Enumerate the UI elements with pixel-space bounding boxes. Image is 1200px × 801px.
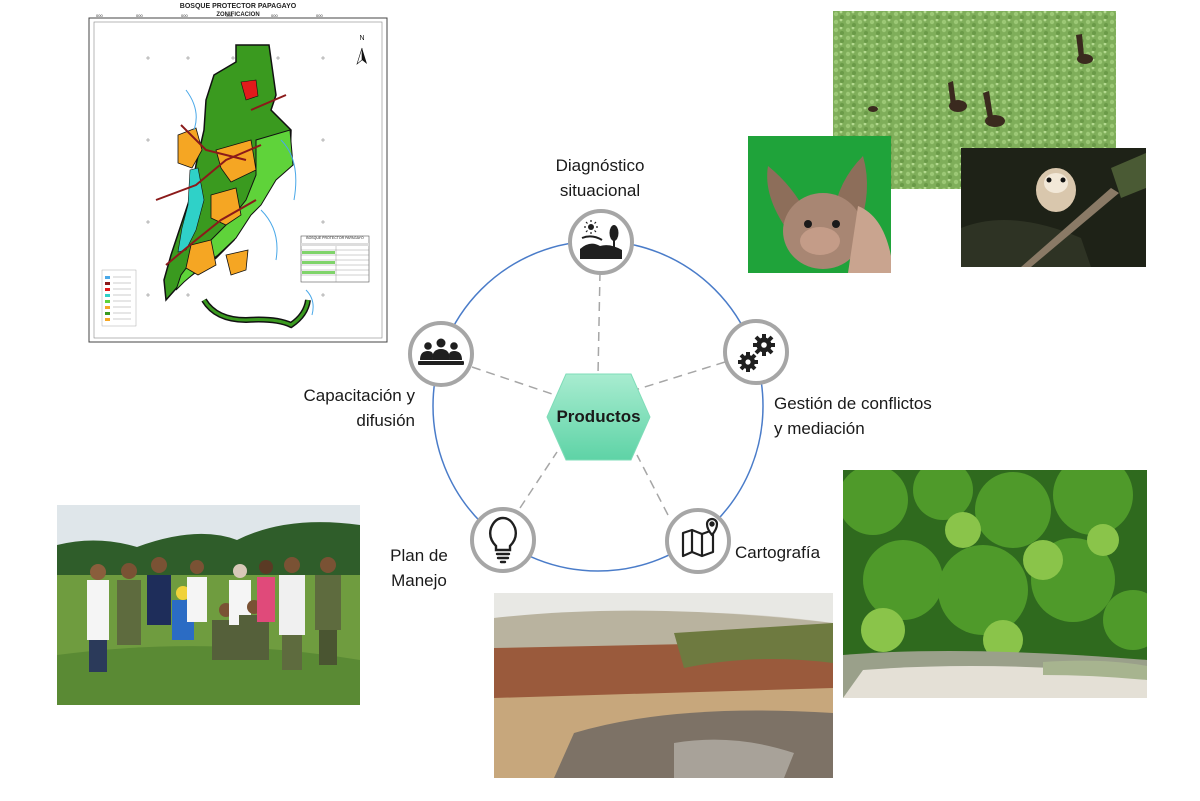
label-cartografia: Cartografía	[735, 540, 855, 565]
label-capacitacion-line1: Capacitación y	[303, 386, 415, 405]
node-diagnostico[interactable]	[568, 209, 634, 275]
label-gestion-line2: y mediación	[774, 419, 865, 438]
zoning-map-image: 000 000 000 000 000 000	[86, 0, 390, 344]
label-diagnostico-line1: Diagnóstico	[555, 156, 645, 175]
svg-text:000: 000	[316, 13, 323, 18]
label-cartografia-line1: Cartografía	[735, 543, 821, 562]
lightbulb-icon	[488, 516, 518, 564]
label-capacitacion: Capacitación y difusión	[260, 383, 415, 433]
label-plan: Plan de Manejo	[374, 543, 464, 593]
label-gestion-line1: Gestión de conflictos	[774, 394, 932, 413]
label-gestion: Gestión de conflictos y mediación	[774, 391, 974, 441]
gears-icon	[738, 334, 775, 372]
svg-text:000: 000	[271, 13, 278, 18]
products-label: Productos	[556, 407, 641, 426]
svg-text:000: 000	[181, 13, 188, 18]
bat-photo	[748, 136, 891, 273]
label-diagnostico-line2: situacional	[559, 181, 641, 200]
svg-text:000: 000	[226, 13, 233, 18]
group-icon	[418, 338, 464, 365]
node-plan[interactable]	[470, 507, 536, 573]
svg-text:000: 000	[96, 13, 103, 18]
north-arrow-icon: N	[356, 35, 368, 65]
spoke-cartografia	[636, 454, 669, 516]
label-plan-line2: Manejo	[391, 571, 447, 590]
node-capacitacion[interactable]	[408, 321, 474, 387]
spoke-gestion	[634, 361, 726, 391]
north-label: N	[359, 35, 365, 42]
node-cartografia[interactable]	[665, 508, 731, 574]
team-photo	[57, 505, 360, 705]
label-capacitacion-line2: difusión	[356, 411, 415, 430]
map-title: BOSQUE PROTECTOR PAPAGAYO	[179, 3, 297, 10]
label-plan-line1: Plan de	[390, 546, 448, 565]
river-forest-photo	[843, 470, 1147, 698]
burned-hillside-photo	[494, 593, 833, 778]
landscape-icon	[580, 220, 622, 259]
node-gestion[interactable]	[723, 319, 789, 385]
map-subtitle: ZONIFICACION	[216, 12, 260, 18]
products-hexagon	[546, 373, 651, 461]
map-table-title: BOSQUE PROTECTOR PAPAGAYO	[306, 236, 364, 240]
spoke-diagnostico	[597, 271, 601, 376]
label-diagnostico: Diagnóstico situacional	[520, 153, 680, 203]
spoke-capacitacion	[471, 366, 556, 396]
map-icon	[681, 517, 719, 558]
opossum-photo	[961, 148, 1146, 267]
svg-text:000: 000	[136, 13, 143, 18]
spoke-plan	[519, 451, 558, 509]
